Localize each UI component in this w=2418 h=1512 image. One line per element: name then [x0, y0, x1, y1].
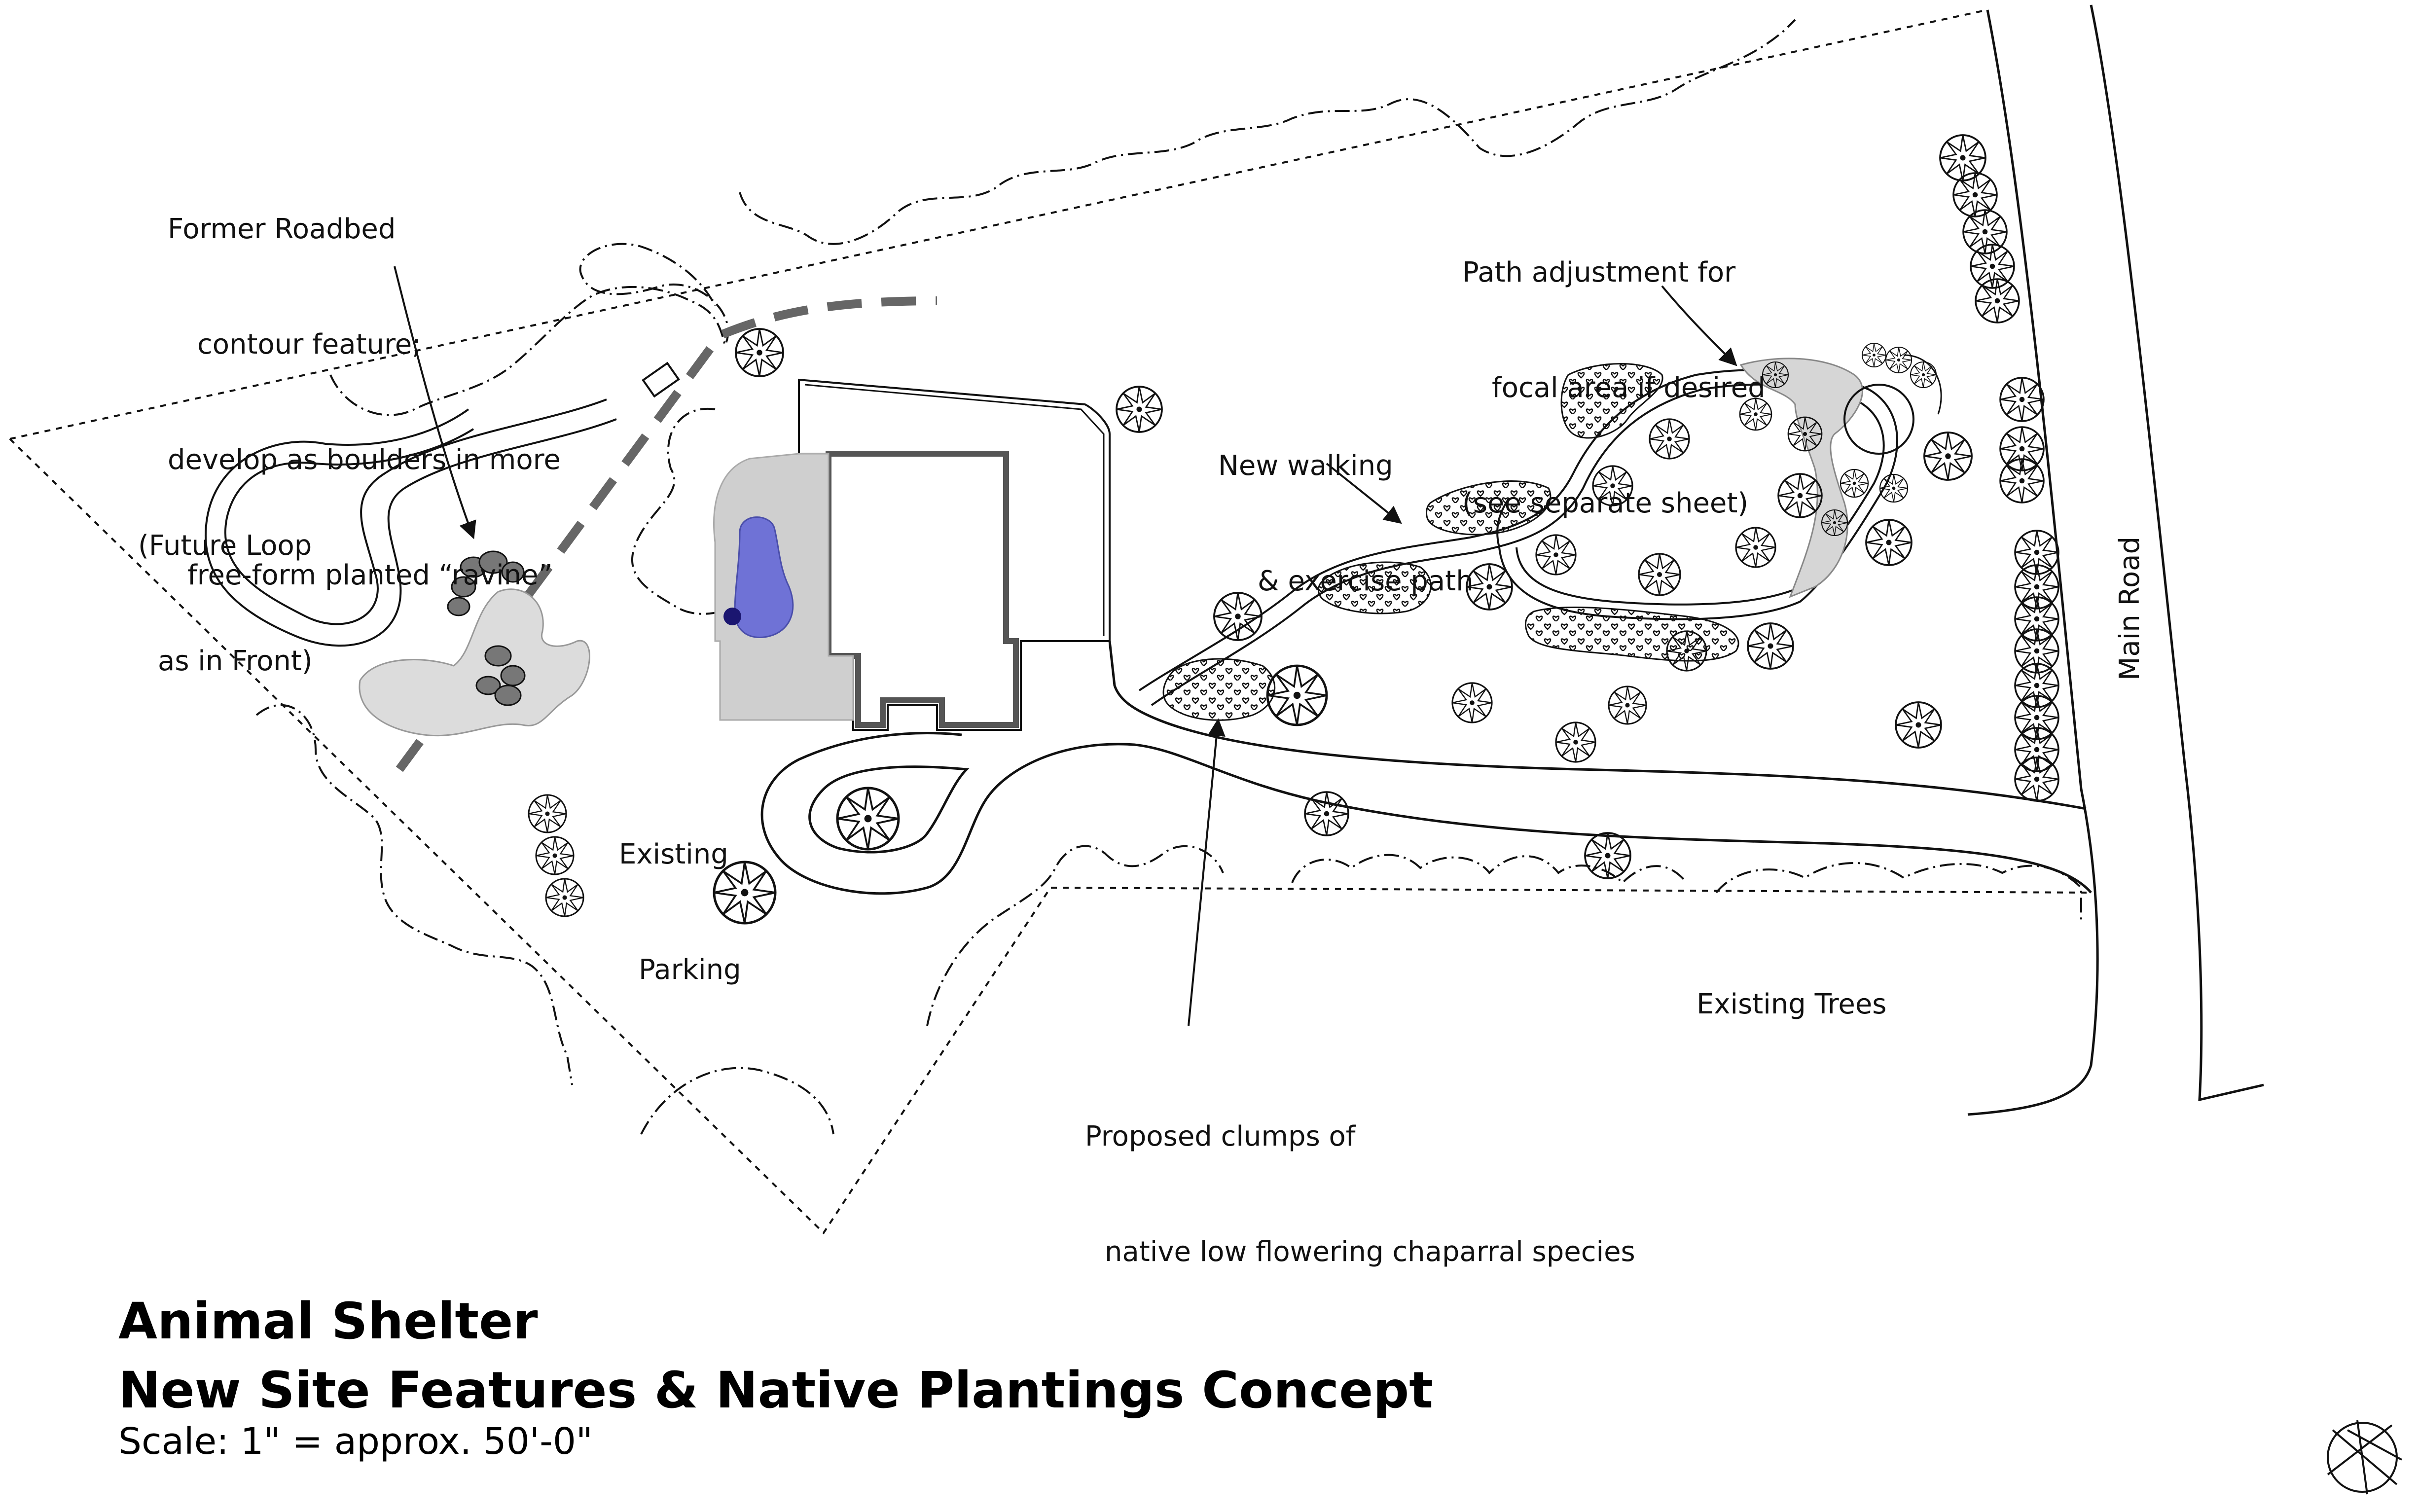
label-existing-parking: Existing Parking	[619, 838, 741, 986]
boulders	[447, 550, 526, 706]
driveway	[760, 641, 2092, 895]
focal-feature	[1843, 384, 1914, 455]
label-path-adjustment: Path adjustment for focal area if desire…	[1462, 256, 1766, 519]
former-roadbed	[396, 296, 938, 772]
label-future-loop: (Future Loop as in Front)	[138, 530, 313, 677]
label-former-roadbed: Former Roadbed contour feature; develop …	[168, 213, 561, 591]
label-chaparral: Proposed clumps of native low flowering …	[1085, 1120, 1635, 1268]
roadbed-gate	[642, 361, 680, 398]
pond-fountain	[723, 608, 741, 625]
leader-arrows	[394, 266, 1737, 1026]
building-inner	[826, 451, 1019, 728]
label-main-road: Main Road	[2114, 536, 2146, 681]
scale-text: Scale: 1" = approx. 50'-0"	[118, 1420, 593, 1463]
title-line-1: Animal Shelter	[118, 1292, 538, 1351]
future-loop-path	[204, 398, 617, 647]
ravine-planting-area	[359, 588, 590, 737]
main-road	[1967, 4, 2264, 1116]
property-boundary	[9, 9, 2092, 1235]
pond	[734, 516, 794, 639]
label-walking-path: New walking & exercise path	[1218, 450, 1474, 597]
focal-area	[1739, 358, 1864, 598]
existing-tree-canopy	[255, 19, 2082, 1135]
label-existing-trees: Existing Trees	[1696, 988, 1887, 1020]
chaparral-clumps	[1162, 363, 1739, 721]
north-arrow-icon	[2327, 1420, 2402, 1495]
title-line-2: New Site Features & Native Plantings Con…	[118, 1361, 1434, 1420]
